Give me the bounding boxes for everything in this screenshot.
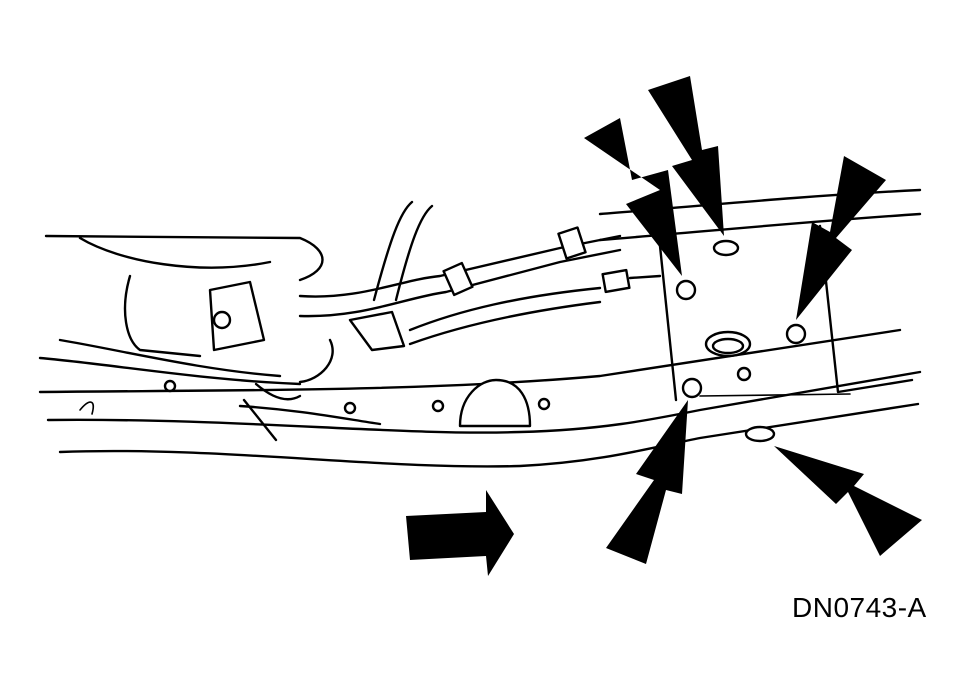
arrow-4 bbox=[606, 400, 688, 564]
crossmember-plate bbox=[598, 188, 922, 443]
arrow-3 bbox=[796, 156, 886, 320]
bolt-head-1 bbox=[675, 279, 697, 301]
transmission-housing bbox=[38, 234, 324, 415]
bolt-hole-top bbox=[712, 239, 740, 257]
frame-rail bbox=[38, 328, 922, 468]
rail-openings bbox=[163, 378, 551, 428]
fastener-arrows bbox=[584, 76, 922, 564]
arrow-1 bbox=[584, 118, 682, 276]
figure-id-label: DN0743-A bbox=[792, 592, 927, 623]
arrow-2 bbox=[648, 76, 724, 236]
slot-hole-inner bbox=[711, 337, 745, 355]
bolt-hole-bottom bbox=[744, 425, 776, 443]
lines-and-hoses bbox=[242, 200, 662, 442]
arrow-5 bbox=[774, 446, 922, 556]
bolt-head-2 bbox=[785, 323, 807, 345]
direction-arrow bbox=[406, 490, 514, 576]
bolt-head-3 bbox=[681, 377, 703, 399]
small-hole bbox=[736, 366, 752, 382]
